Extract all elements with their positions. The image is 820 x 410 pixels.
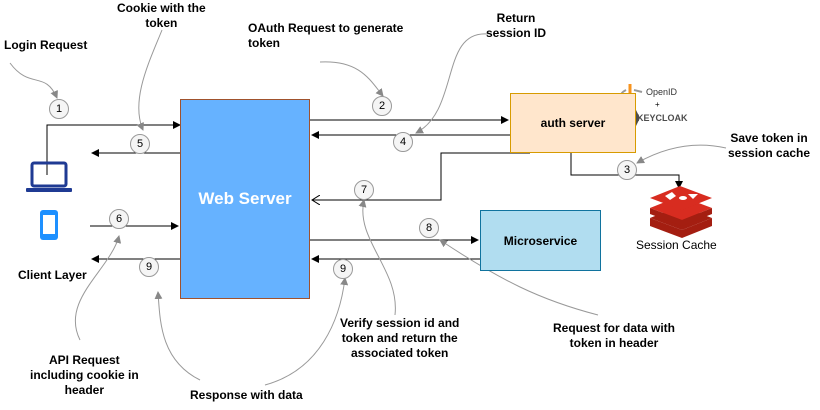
web-server-label: Web Server xyxy=(198,189,292,208)
arrow-login-to-web xyxy=(46,121,181,175)
phone-icon xyxy=(40,210,58,240)
response-data-label: Response with data xyxy=(190,388,303,402)
request-data-label: Request for data with token in header xyxy=(553,321,676,350)
callout-verify xyxy=(358,199,396,316)
step-1-marker: 1 xyxy=(49,99,69,119)
callout-return xyxy=(415,33,489,134)
callout-oauth xyxy=(319,61,384,97)
oauth-request-label: OAuth Request to generate token xyxy=(248,21,404,50)
api-request-label: API Request including cookie in header xyxy=(30,353,139,397)
callout-save xyxy=(636,144,727,164)
session-cache-label: Session Cache xyxy=(636,238,717,252)
step-8-marker: 8 xyxy=(419,218,439,238)
callout-login xyxy=(9,62,58,99)
openid-text: OpenID xyxy=(646,87,678,97)
step-6-marker: 6 xyxy=(109,209,129,229)
callout-api xyxy=(74,235,122,341)
session-cache-icon xyxy=(650,186,712,238)
callout-cookie xyxy=(136,29,163,131)
auth-server-box: auth server xyxy=(510,93,636,153)
step-2-marker: 2 xyxy=(372,96,392,116)
save-token-label: Save token in session cache xyxy=(728,131,811,160)
login-request-label: Login Request xyxy=(4,38,88,52)
step-4-marker: 4 xyxy=(393,132,413,152)
arrow-cache-to-web xyxy=(312,152,530,200)
microservice-box: Microservice xyxy=(480,210,601,271)
auth-server-label: auth server xyxy=(540,116,606,130)
step-5-marker: 5 xyxy=(130,134,150,154)
step-9-marker-left: 9 xyxy=(139,257,159,277)
callout-request xyxy=(439,239,599,316)
plus-text: + xyxy=(655,100,660,109)
client-layer-label: Client Layer xyxy=(18,268,87,282)
web-server-box: Web Server xyxy=(180,99,310,299)
return-session-label: Return session ID xyxy=(486,11,547,40)
step-9-marker-right: 9 xyxy=(333,259,353,279)
step-7-marker: 7 xyxy=(354,180,374,200)
callout-response-left xyxy=(154,291,201,381)
verify-session-label: Verify session id and token and return t… xyxy=(340,316,460,360)
cookie-token-label: Cookie with the token xyxy=(117,1,206,30)
microservice-label: Microservice xyxy=(503,233,578,248)
keycloak-text: KEYCLOAK xyxy=(637,113,688,123)
step-3-marker: 3 xyxy=(617,160,637,180)
callout-response-right xyxy=(264,277,349,386)
laptop-icon xyxy=(26,161,72,192)
